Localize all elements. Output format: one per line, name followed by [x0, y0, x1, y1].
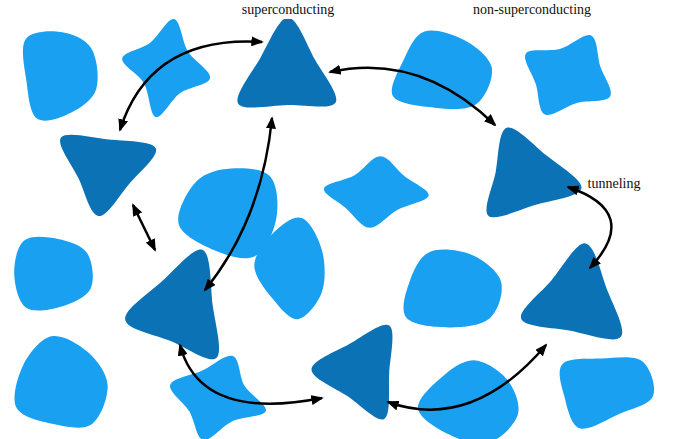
tunneling-arrow [133, 205, 155, 250]
normal-island [254, 217, 324, 319]
superconducting-island [486, 128, 581, 218]
annotation-label: superconducting [240, 2, 337, 19]
superconducting-island [521, 243, 622, 339]
tunneling-arrow [330, 68, 495, 125]
annotation-label: non-superconducting [471, 2, 593, 19]
normal-island [122, 19, 210, 117]
normal-island [418, 360, 519, 439]
normal-island [178, 168, 277, 258]
normal-island [403, 250, 501, 328]
normal-island [392, 30, 492, 109]
normal-island [170, 356, 266, 439]
normal-island [560, 357, 654, 428]
superconducting-island [237, 17, 336, 107]
normal-island [15, 336, 108, 428]
normal-island [525, 35, 611, 115]
normal-island [324, 156, 429, 228]
tunneling-arrow [388, 345, 546, 410]
tunneling-arrow [205, 118, 272, 290]
superconducting-island [125, 250, 219, 360]
superconducting-island [60, 135, 156, 216]
tunneling-arrow [180, 345, 322, 404]
superconducting-island [311, 325, 392, 420]
annotation-label: tunneling [586, 176, 643, 193]
normal-island [23, 31, 98, 120]
tunneling-arrow [120, 42, 262, 130]
normal-island [14, 237, 93, 311]
tunneling-arrow [568, 187, 611, 268]
